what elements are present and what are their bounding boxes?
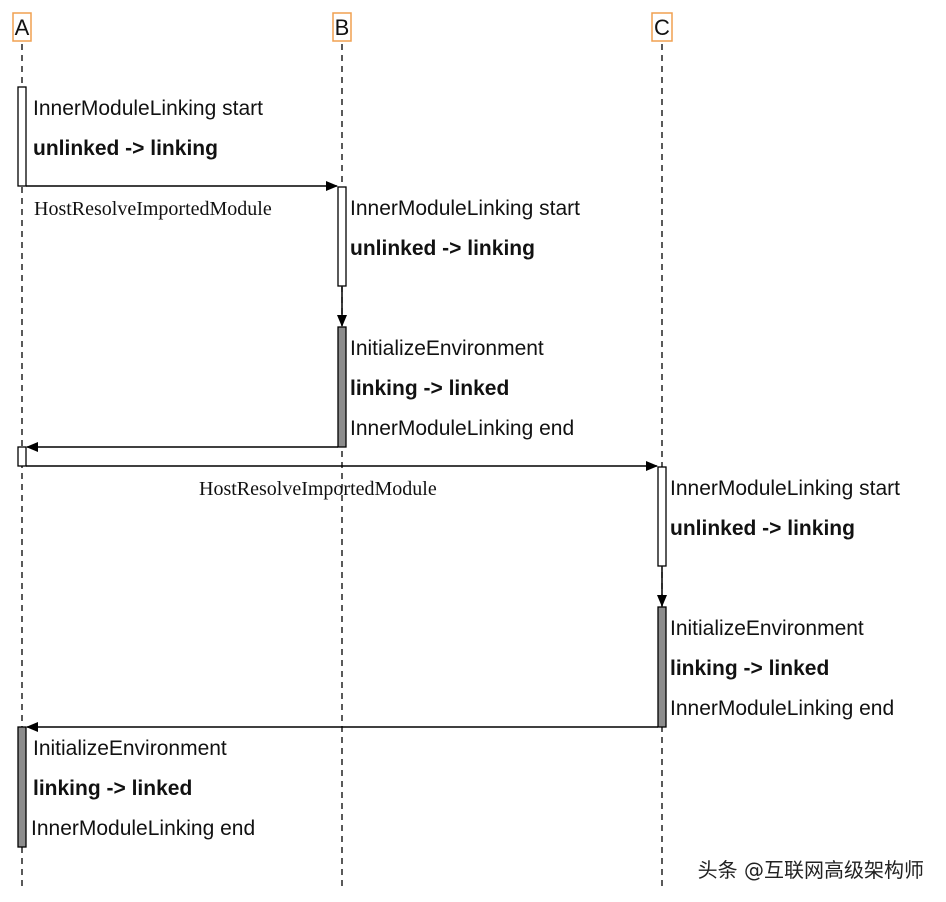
note-a-init-line-2: linking -> linked <box>33 777 192 800</box>
activation-c-linking <box>657 466 667 567</box>
note-b-init-line-1: InitializeEnvironment <box>350 337 544 360</box>
note-b-start-line-1: InnerModuleLinking start <box>350 197 580 220</box>
participant-a: A <box>12 12 32 42</box>
activation-a-resume <box>17 446 27 467</box>
participant-c: C <box>651 12 673 42</box>
activation-a-linking <box>17 86 27 187</box>
participant-b-label: B <box>335 15 350 40</box>
activation-c-init <box>657 606 667 728</box>
participant-c-label: C <box>654 15 670 40</box>
note-c-init-line-2: linking -> linked <box>670 657 829 680</box>
participant-c-box <box>651 12 673 42</box>
participant-b: B <box>332 12 352 42</box>
participant-b-box <box>332 12 352 42</box>
activation-a-init <box>17 726 27 848</box>
watermark: 头条 @互联网高级架构师 <box>698 858 924 882</box>
note-b-init-line-3: InnerModuleLinking end <box>350 417 574 440</box>
note-c-start-line-2: unlinked -> linking <box>670 517 855 540</box>
note-a-init-line-1: InitializeEnvironment <box>33 737 227 760</box>
note-a-init-line-3: InnerModuleLinking end <box>31 817 255 840</box>
message-label-a-to-c: HostResolveImportedModule <box>199 478 437 500</box>
note-a-start-line-1: InnerModuleLinking start <box>33 97 263 120</box>
note-b-init-line-2: linking -> linked <box>350 377 509 400</box>
activation-b-init <box>337 326 347 448</box>
note-c-start-line-1: InnerModuleLinking start <box>670 477 900 500</box>
participant-a-box <box>12 12 32 42</box>
participant-a-label: A <box>15 15 30 40</box>
activation-b-linking <box>337 186 347 287</box>
note-b-start-line-2: unlinked -> linking <box>350 237 535 260</box>
note-c-init-line-1: InitializeEnvironment <box>670 617 864 640</box>
note-a-start-line-2: unlinked -> linking <box>33 137 218 160</box>
message-label-a-to-b: HostResolveImportedModule <box>34 198 272 220</box>
note-c-init-line-3: InnerModuleLinking end <box>670 697 894 720</box>
